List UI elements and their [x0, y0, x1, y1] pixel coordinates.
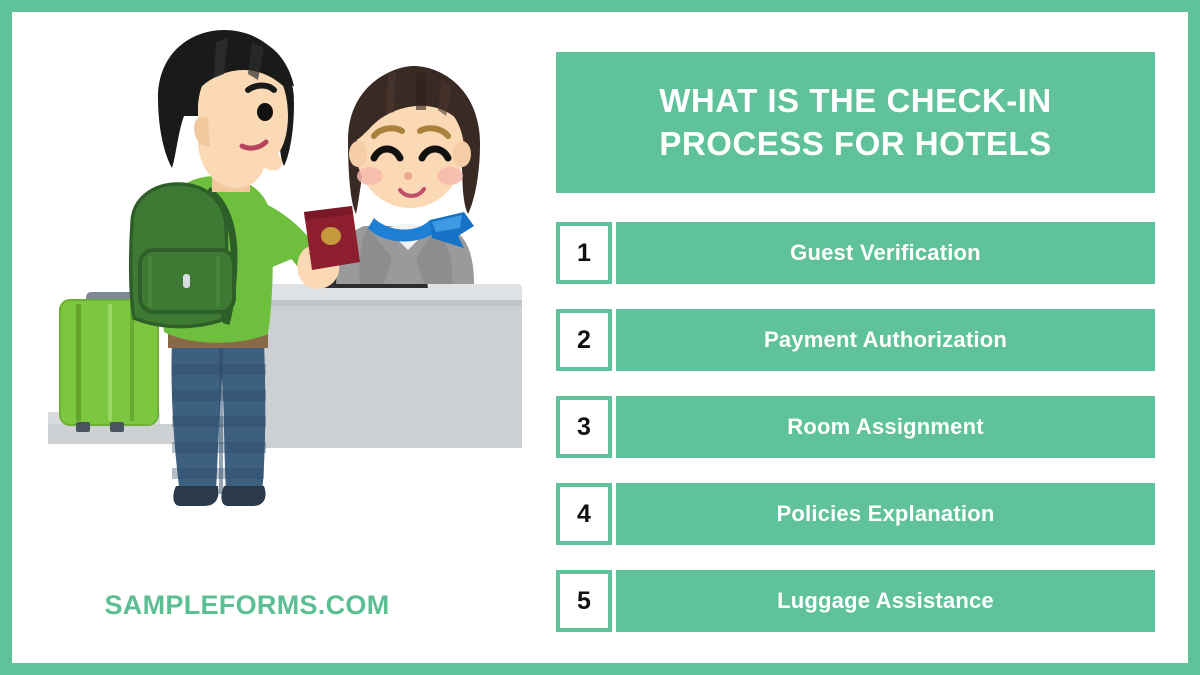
step-divider — [612, 396, 616, 458]
step-number-box: 3 — [556, 396, 612, 458]
title-line-2: PROCESS FOR HOTELS — [659, 124, 1052, 162]
ear — [194, 116, 210, 147]
steps-list: 1 Guest Verification 2 Payment Authorizatio… — [556, 222, 1155, 632]
jeans — [171, 342, 266, 494]
mouth — [239, 139, 269, 151]
step-number-box: 5 — [556, 570, 612, 632]
step-divider — [612, 570, 616, 632]
step-number-box: 1 — [556, 222, 612, 284]
eye-left — [370, 145, 404, 162]
step-row[interactable]: 2 Payment Authorization — [556, 309, 1155, 371]
step-label-bar[interactable]: Policies Explanation — [616, 483, 1155, 545]
step-row[interactable]: 1 Guest Verification — [556, 222, 1155, 284]
step-label: Guest Verification — [790, 240, 981, 265]
step-label: Policies Explanation — [776, 501, 995, 526]
step-number: 2 — [560, 313, 608, 367]
illustration-panel — [12, 12, 552, 663]
eyebrow-right — [417, 125, 451, 139]
eye-right — [418, 145, 452, 162]
eyebrow-left — [371, 125, 405, 139]
step-row[interactable]: 5 Luggage Assistance — [556, 570, 1155, 632]
step-divider — [612, 483, 616, 545]
step-label-bar[interactable]: Luggage Assistance — [616, 570, 1155, 632]
eyebrow — [245, 82, 277, 93]
step-label: Room Assignment — [787, 414, 984, 439]
page-title: WHAT IS THE CHECK-IN PROCESS FOR HOTELS — [637, 80, 1074, 164]
eye — [257, 103, 273, 121]
hair-front — [181, 40, 294, 110]
male-traveler — [128, 30, 360, 506]
step-label-bar[interactable]: Guest Verification — [616, 222, 1155, 284]
shoes — [173, 486, 266, 506]
step-label-bar[interactable]: Payment Authorization — [616, 309, 1155, 371]
step-label: Payment Authorization — [764, 327, 1007, 352]
step-number-box: 2 — [556, 309, 612, 371]
title-block: WHAT IS THE CHECK-IN PROCESS FOR HOTELS — [556, 52, 1155, 193]
hotel-check-in-illustration — [48, 30, 522, 506]
brand-watermark: SAMPLEFORMS.COM — [104, 590, 390, 620]
step-divider — [612, 222, 616, 284]
step-number: 4 — [560, 487, 608, 541]
green-backpack — [128, 182, 238, 329]
mouth — [398, 187, 426, 198]
step-label-bar[interactable]: Room Assignment — [616, 396, 1155, 458]
step-label: Luggage Assistance — [777, 588, 994, 613]
reception-counter — [264, 284, 522, 448]
step-number: 1 — [560, 226, 608, 280]
step-divider — [612, 309, 616, 371]
step-number: 3 — [560, 400, 608, 454]
step-number-box: 4 — [556, 483, 612, 545]
green-suitcase — [59, 292, 159, 432]
content-panel: WHAT IS THE CHECK-IN PROCESS FOR HOTELS … — [556, 52, 1155, 642]
red-passport — [304, 206, 360, 270]
title-line-1: WHAT IS THE CHECK-IN — [659, 82, 1052, 120]
female-receptionist — [336, 66, 480, 284]
step-row[interactable]: 4 Policies Explanation — [556, 483, 1155, 545]
face — [356, 92, 464, 208]
blue-neck-scarf — [368, 212, 474, 248]
step-number: 5 — [560, 574, 608, 628]
step-row[interactable]: 3 Room Assignment — [556, 396, 1155, 458]
